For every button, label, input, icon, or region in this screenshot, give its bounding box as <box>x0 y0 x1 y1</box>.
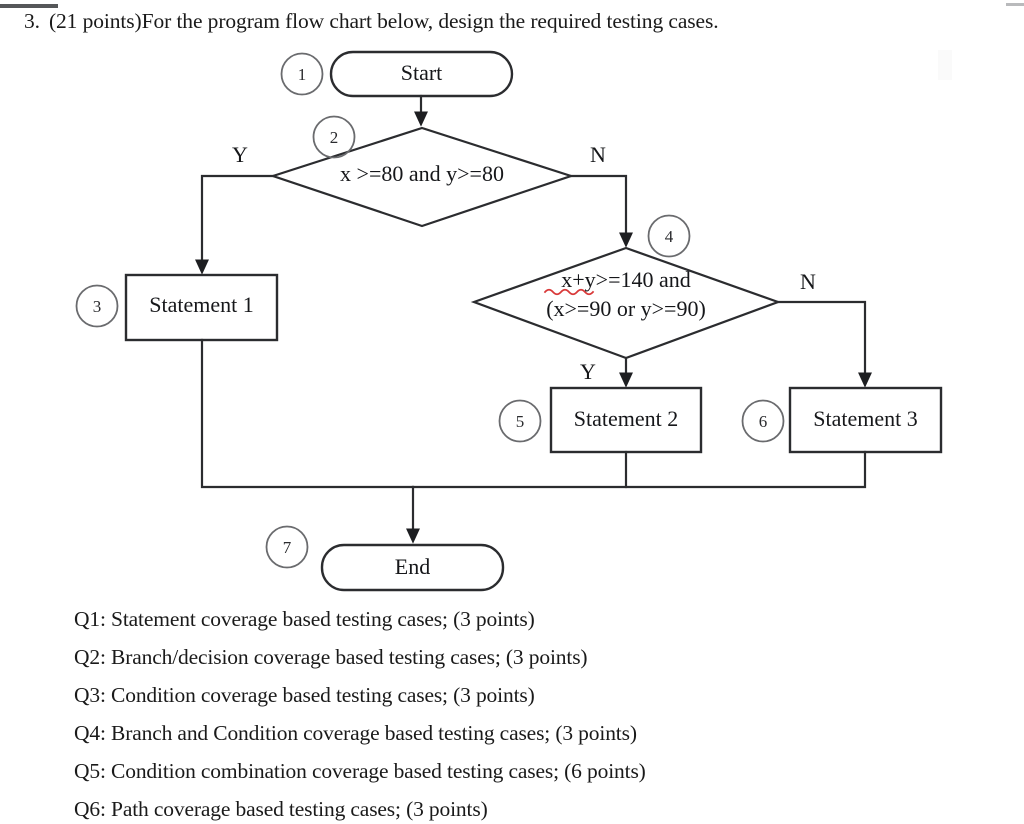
marker-label-7: 7 <box>282 538 292 557</box>
marker-circle-3 <box>75 284 119 328</box>
marker-label-1: 1 <box>297 65 307 84</box>
question-item-q6: Q6: Path coverage based testing cases; (… <box>74 797 488 821</box>
marker-circle-7 <box>265 525 309 569</box>
scan-artifact-top-left <box>0 4 58 8</box>
marker-circle-5 <box>498 399 542 443</box>
flowchart-canvas <box>75 50 943 592</box>
node-statement3-shape <box>788 386 943 454</box>
flowchart: Start x >=80 and y>=80 Statement 1 x+y>=… <box>0 40 1024 600</box>
question-item-q3: Q3: Condition coverage based testing cas… <box>74 683 535 707</box>
node-statement2-shape <box>549 386 703 454</box>
spellcheck-squiggle <box>543 288 595 296</box>
question-item-q5: Q5: Condition combination coverage based… <box>74 759 646 783</box>
marker-label-3: 3 <box>92 297 102 316</box>
marker-circle-6 <box>741 399 785 443</box>
question-text: (21 points)For the program flow chart be… <box>48 9 719 33</box>
marker-label-6: 6 <box>758 412 768 431</box>
marker-circle-4 <box>647 214 691 258</box>
node-start-shape <box>329 50 514 98</box>
question-heading: 3. (21 points)For the program flow chart … <box>24 6 924 36</box>
branch-label-decision2-no: N <box>590 142 606 167</box>
marker-label-2: 2 <box>329 128 339 147</box>
edge-decision2-no <box>569 174 634 248</box>
question-item-q2: Q2: Branch/decision coverage based testi… <box>74 645 588 669</box>
marker-circle-1 <box>280 52 324 96</box>
marker-label-4: 4 <box>664 227 674 246</box>
question-number: 3. <box>24 9 40 33</box>
edge-statement1-to-end <box>200 338 415 489</box>
node-decision2-shape <box>269 126 575 228</box>
node-statement1-shape <box>124 273 279 342</box>
question-item-q4: Q4: Branch and Condition coverage based … <box>74 721 637 745</box>
question-list: Q1: Statement coverage based testing cas… <box>74 600 954 824</box>
branch-label-decision4-yes: Y <box>580 359 596 384</box>
node-decision4-shape <box>470 246 782 360</box>
edge-decision4-no <box>776 300 873 388</box>
marker-label-5: 5 <box>515 412 525 431</box>
scan-artifact-faint <box>938 50 952 80</box>
marker-circle-2 <box>312 115 356 159</box>
edge-decision2-yes <box>194 174 275 275</box>
question-item-q1: Q1: Statement coverage based testing cas… <box>74 607 535 631</box>
branch-label-decision4-no: N <box>800 269 816 294</box>
node-end-shape <box>320 543 505 592</box>
scan-artifact-top-right <box>1006 3 1024 6</box>
branch-label-decision2-yes: Y <box>232 142 248 167</box>
edge-statement3-to-end <box>411 450 867 489</box>
